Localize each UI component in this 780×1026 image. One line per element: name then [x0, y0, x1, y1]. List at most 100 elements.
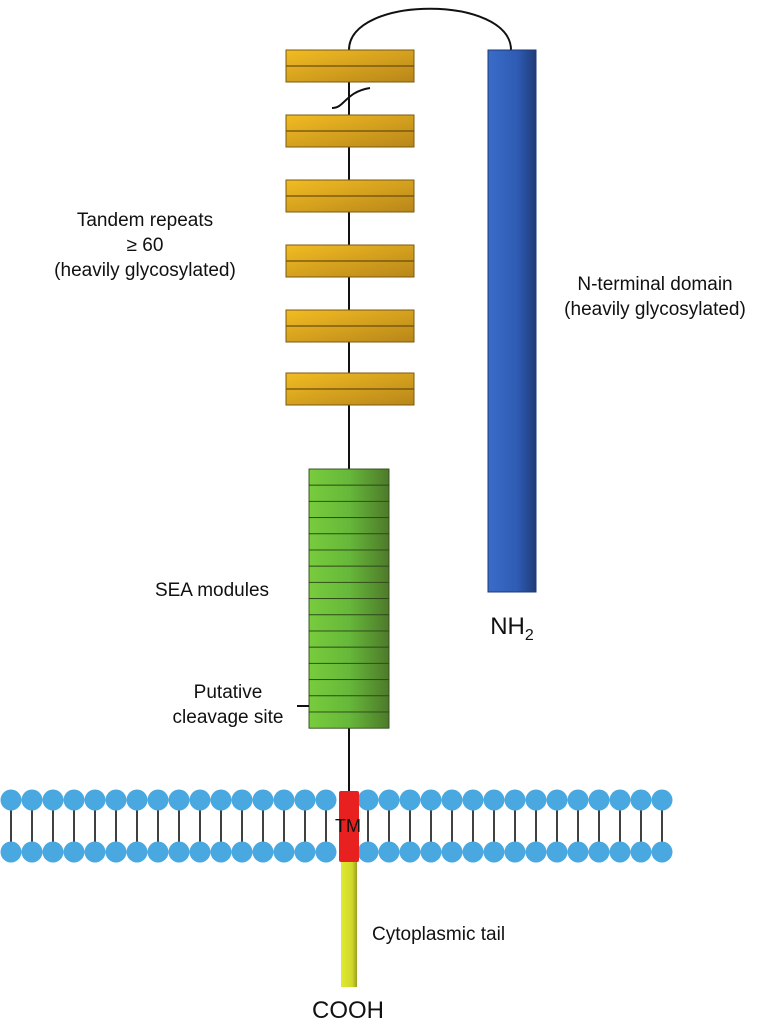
lipid-head-inner [546, 841, 568, 863]
lipid-head-outer [525, 789, 547, 811]
lipid-head-inner [0, 841, 22, 863]
lipid-head-inner [147, 841, 169, 863]
tandem-repeat-block [285, 114, 415, 148]
sea-module [308, 565, 390, 583]
lipid-head-inner [651, 841, 673, 863]
cytoplasmic-tail [341, 862, 357, 987]
tandem-repeat-block [285, 372, 415, 406]
sea-module [308, 614, 390, 632]
lipid-head-outer [0, 789, 22, 811]
tandem-repeat-block [285, 179, 415, 213]
nh2-label: NH2 [490, 612, 534, 651]
nh2-subscript: 2 [524, 626, 534, 644]
cooh-label: COOH [312, 997, 384, 1024]
lipid-head-inner [504, 841, 526, 863]
lipid-head-outer [483, 789, 505, 811]
lipid-head-inner [609, 841, 631, 863]
tm-label: TM [335, 816, 361, 836]
lipid-head-inner [210, 841, 232, 863]
lipid-head-outer [546, 789, 568, 811]
lipid-head-outer [567, 789, 589, 811]
lipid-head-inner [483, 841, 505, 863]
lipid-head-inner [420, 841, 442, 863]
lipid-head-inner [273, 841, 295, 863]
lipid-head-outer [651, 789, 673, 811]
sea-module [308, 662, 390, 681]
cleavage-site-label: Putative cleavage site [173, 680, 284, 730]
lipid-head-outer [630, 789, 652, 811]
lipid-head-outer [378, 789, 400, 811]
lipid-head-inner [294, 841, 316, 863]
sea-module [308, 695, 390, 713]
lipid-head-outer [357, 789, 379, 811]
tandem-repeat-block [285, 49, 415, 83]
lipid-head-outer [21, 789, 43, 811]
lipid-head-outer [441, 789, 463, 811]
break-mark [331, 87, 371, 109]
cleavage-line2: cleavage site [172, 707, 284, 728]
lipid-head-outer [84, 789, 106, 811]
lipid-head-inner [630, 841, 652, 863]
lipid-head-inner [21, 841, 43, 863]
lipid-head-outer [126, 789, 148, 811]
lipid-head-inner [126, 841, 148, 863]
sea-module [308, 484, 390, 502]
lipid-head-outer [231, 789, 253, 811]
sea-module [308, 679, 390, 697]
n-terminal-label: N-terminal domain (heavily glycosylated) [564, 272, 746, 322]
lipid-head-inner [567, 841, 589, 863]
lipid-head-outer [315, 789, 337, 811]
cleavage-line1: Putative [193, 682, 263, 703]
lipid-head-inner [42, 841, 64, 863]
n-terminal-domain [487, 49, 537, 593]
lipid-head-inner [63, 841, 85, 863]
lipid-head-inner [168, 841, 190, 863]
n-terminal-line1: N-terminal domain [577, 274, 733, 295]
tandem-repeats-line1: Tandem repeats [76, 210, 214, 231]
cytoplasmic-tail-label: Cytoplasmic tail [372, 924, 506, 945]
sea-module [308, 468, 390, 486]
nh2-text: NH [490, 613, 525, 640]
lipid-head-outer [588, 789, 610, 811]
sea-module [308, 549, 390, 567]
lipid-head-inner [441, 841, 463, 863]
lipid-head-inner [231, 841, 253, 863]
sea-module [308, 500, 390, 519]
lipid-head-inner [189, 841, 211, 863]
lipid-head-inner [588, 841, 610, 863]
lipid-head-inner [84, 841, 106, 863]
lipid-head-inner [315, 841, 337, 863]
sea-module [308, 711, 390, 729]
tandem-repeats-line3: (heavily glycosylated) [54, 260, 236, 281]
lipid-head-outer [399, 789, 421, 811]
sea-module [308, 517, 390, 535]
tandem-repeat-block [285, 244, 415, 278]
lipid-head-outer [504, 789, 526, 811]
lipid-head-inner [105, 841, 127, 863]
lipid-head-outer [210, 789, 232, 811]
lipid-head-outer [168, 789, 190, 811]
lipid-head-outer [63, 789, 85, 811]
lipid-head-inner [378, 841, 400, 863]
tandem-repeat-block [285, 309, 415, 343]
lipid-head-outer [189, 789, 211, 811]
linker-arc [348, 7, 512, 51]
sea-module [308, 598, 390, 616]
lipid-head-outer [252, 789, 274, 811]
lipid-head-outer [147, 789, 169, 811]
sea-module [308, 630, 390, 648]
lipid-head-inner [357, 841, 379, 863]
lipid-head-outer [609, 789, 631, 811]
transmembrane-domain [339, 791, 359, 862]
lipid-head-outer [42, 789, 64, 811]
lipid-head-inner [462, 841, 484, 863]
n-terminal-line2: (heavily glycosylated) [564, 299, 746, 320]
lipid-head-outer [420, 789, 442, 811]
sea-module [308, 581, 390, 600]
lipid-head-inner [252, 841, 274, 863]
lipid-head-outer [462, 789, 484, 811]
sea-module [308, 533, 390, 551]
tandem-repeats-line2: ≥ 60 [126, 235, 164, 256]
lipid-head-inner [399, 841, 421, 863]
